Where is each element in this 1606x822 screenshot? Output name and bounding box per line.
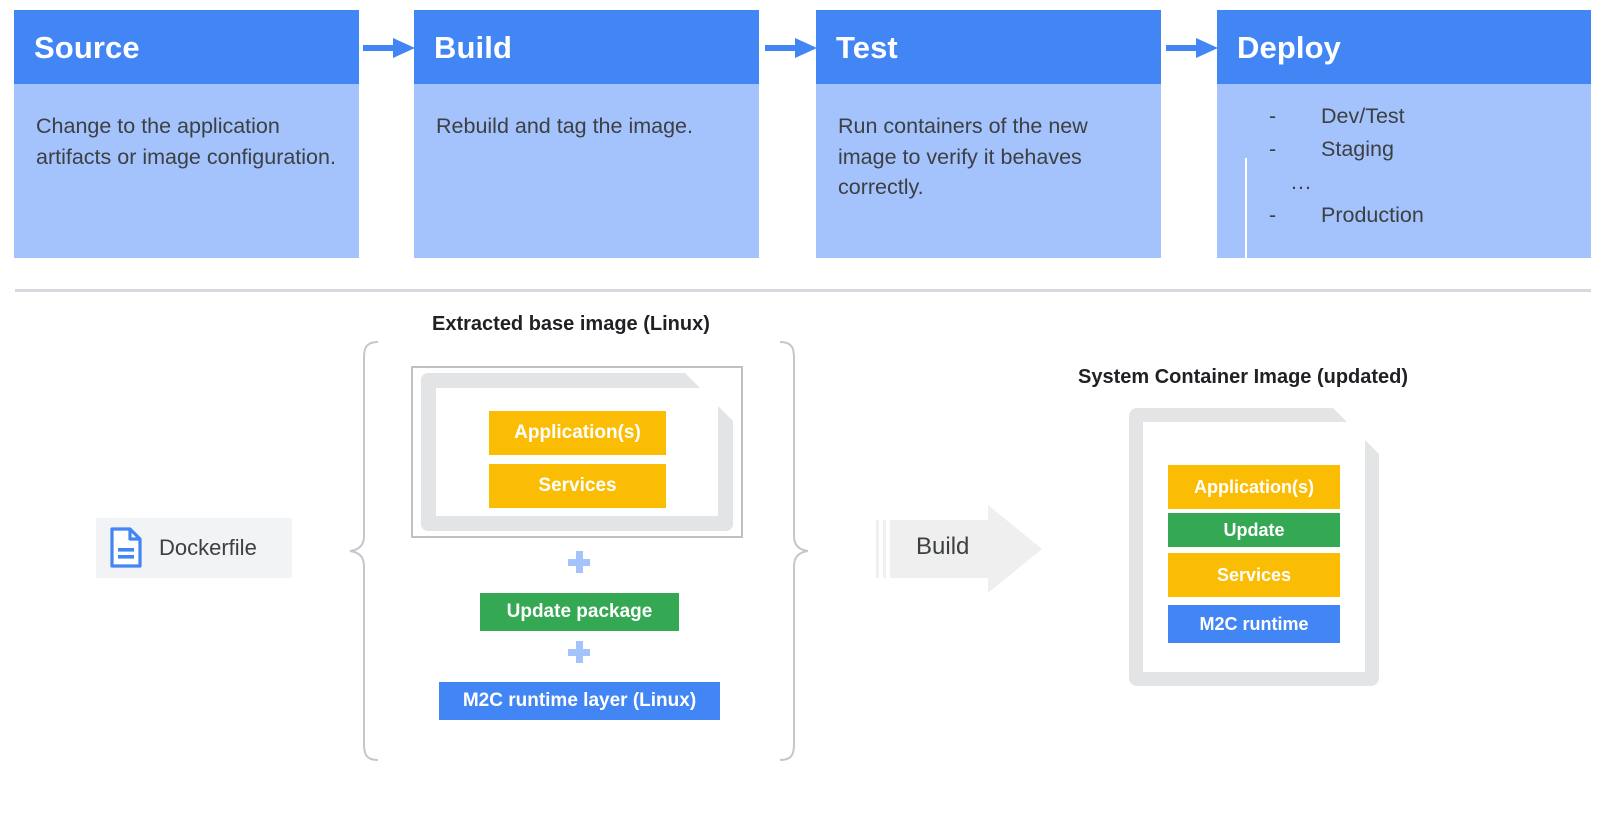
stage-header-source: Source <box>14 10 359 84</box>
stage-title-deploy: Deploy <box>1237 29 1341 65</box>
target-layer-application: Application(s) <box>1168 465 1340 509</box>
dockerfile-label: Dockerfile <box>159 535 257 560</box>
list-item-label: Dev/Test <box>1321 104 1405 128</box>
stage-desc-test: Run containers of the new image to verif… <box>838 114 1088 200</box>
build-arrow-body <box>890 520 990 578</box>
arrow-right-icon <box>1166 38 1218 58</box>
stage-body-test: Run containers of the new image to verif… <box>816 84 1161 258</box>
list-item: - Dev/Test <box>1269 104 1424 139</box>
build-arrow-label: Build <box>916 533 970 560</box>
stage-body-build: Rebuild and tag the image. <box>414 84 759 258</box>
build-arrow-tick <box>876 520 879 578</box>
list-dash: - <box>1269 104 1277 128</box>
target-layer-m2c-runtime: M2C runtime <box>1168 605 1340 643</box>
stage-title-source: Source <box>34 29 140 65</box>
stage-body-source: Change to the application artifacts or i… <box>14 84 359 258</box>
list-ellipsis: ... <box>1291 170 1312 194</box>
target-layer-services: Services <box>1168 553 1340 597</box>
document-fold-corner-icon <box>1333 408 1379 454</box>
list-dash: - <box>1269 137 1277 161</box>
layer-m2c-runtime: M2C runtime layer (Linux) <box>439 682 720 720</box>
stage-card-source[interactable]: Source Change to the application artifac… <box>14 10 359 258</box>
arrow-shaft <box>765 45 797 51</box>
stage-card-deploy[interactable]: Deploy - Dev/Test - Staging ... - Prod <box>1217 10 1591 316</box>
base-image-caption: Extracted base image (Linux) <box>432 313 710 335</box>
arrow-head <box>1196 38 1218 58</box>
arrow-right-icon <box>765 38 817 58</box>
document-icon <box>110 527 142 568</box>
plus-icon <box>568 641 590 663</box>
pipeline-section: Source Change to the application artifac… <box>0 0 1606 316</box>
plus-icon <box>568 551 590 573</box>
layer-services: Services <box>489 464 666 508</box>
deploy-arrow-head <box>1239 302 1253 316</box>
stage-header-build: Build <box>414 10 759 84</box>
target-image-document <box>1129 408 1379 686</box>
arrow-right-icon <box>363 38 415 58</box>
deploy-arrow-shaft <box>1245 158 1247 304</box>
document-fold-corner-icon <box>685 373 733 421</box>
layer-update-package: Update package <box>480 593 679 631</box>
stage-desc-source: Change to the application artifacts or i… <box>36 114 336 169</box>
list-item: - Production <box>1269 203 1424 238</box>
build-arrow-block[interactable]: Build <box>874 505 1042 593</box>
arrow-shaft <box>1166 45 1198 51</box>
arrow-down-icon <box>1239 158 1253 316</box>
stage-header-deploy: Deploy <box>1217 10 1591 84</box>
section-divider <box>15 289 1591 292</box>
build-arrow-tip <box>988 505 1042 593</box>
curly-brace-left-icon <box>349 341 379 761</box>
deploy-environment-list: - Dev/Test - Staging ... - Production <box>1269 104 1424 238</box>
arrow-shaft <box>363 45 395 51</box>
dockerfile-badge[interactable]: Dockerfile <box>96 518 292 578</box>
target-layer-update: Update <box>1168 513 1340 547</box>
stage-body-deploy: - Dev/Test - Staging ... - Production <box>1217 84 1591 316</box>
arrow-head <box>393 38 415 58</box>
build-arrow-tick <box>883 520 886 578</box>
stage-card-build[interactable]: Build Rebuild and tag the image. <box>414 10 759 258</box>
stage-title-build: Build <box>434 29 512 65</box>
curly-brace-right-icon <box>779 341 809 761</box>
list-item-label: Staging <box>1321 137 1394 161</box>
stage-card-test[interactable]: Test Run containers of the new image to … <box>816 10 1161 258</box>
stage-header-test: Test <box>816 10 1161 84</box>
layer-application: Application(s) <box>489 411 666 455</box>
list-item: - Staging <box>1269 137 1424 172</box>
stage-desc-build: Rebuild and tag the image. <box>436 114 693 138</box>
target-image-caption: System Container Image (updated) <box>1078 366 1409 388</box>
arrow-head <box>795 38 817 58</box>
list-dash: - <box>1269 203 1277 227</box>
stage-title-test: Test <box>836 29 898 65</box>
list-item-label: Production <box>1321 203 1424 227</box>
